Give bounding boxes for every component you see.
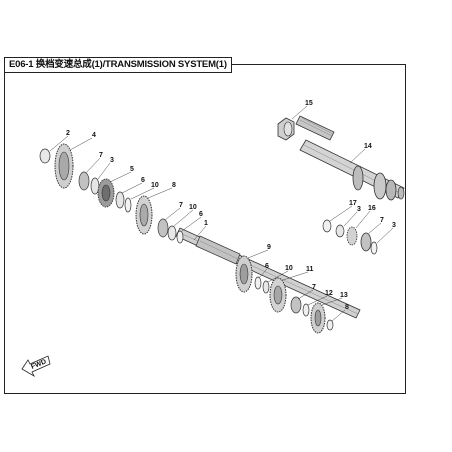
callout-label: 10: [285, 265, 293, 272]
callout-label: 17: [349, 200, 357, 207]
callout-label: 12: [325, 290, 333, 297]
callout-label: 7: [312, 284, 316, 291]
callout-label: 11: [306, 266, 314, 273]
callout-label: 6: [265, 263, 269, 270]
fwd-arrow-icon: FWD: [21, 355, 51, 378]
callout-label: 1: [204, 220, 208, 227]
callout-label: 5: [130, 166, 134, 173]
callout-label: 10: [189, 204, 197, 211]
callout-label: 8: [345, 304, 349, 311]
callout-label: 7: [179, 202, 183, 209]
callout-label: 3: [110, 157, 114, 164]
callout-label: 7: [99, 152, 103, 159]
callout-label: 2: [66, 130, 70, 137]
leader-lines: [49, 105, 394, 322]
callout-label: 4: [92, 132, 96, 139]
callout-label: 14: [364, 143, 372, 150]
callout-label: 10: [151, 182, 159, 189]
callout-label: 15: [305, 100, 313, 107]
callout-label: 6: [141, 177, 145, 184]
callout-labels: 2 4 7 3 5 6 10 8 7 10 6 1 9 6 10 11 7 12…: [66, 100, 396, 311]
callout-label: 3: [392, 222, 396, 229]
callout-label: 9: [267, 244, 271, 251]
callout-label: 6: [199, 211, 203, 218]
callout-label: 16: [368, 205, 376, 212]
output-shaft: [277, 115, 405, 201]
callout-label: 8: [172, 182, 176, 189]
main-shaft: [175, 227, 361, 319]
gear-stack-left: [39, 143, 184, 244]
gear-stack-right: [322, 219, 378, 255]
callout-label: 13: [340, 292, 348, 299]
gear-stack-lower: [235, 255, 334, 334]
callout-label: 7: [380, 217, 384, 224]
diagram-title: E06-1 换档变速总成(1)/TRANSMISSION SYSTEM(1): [4, 57, 232, 73]
callout-label: 3: [357, 206, 361, 213]
